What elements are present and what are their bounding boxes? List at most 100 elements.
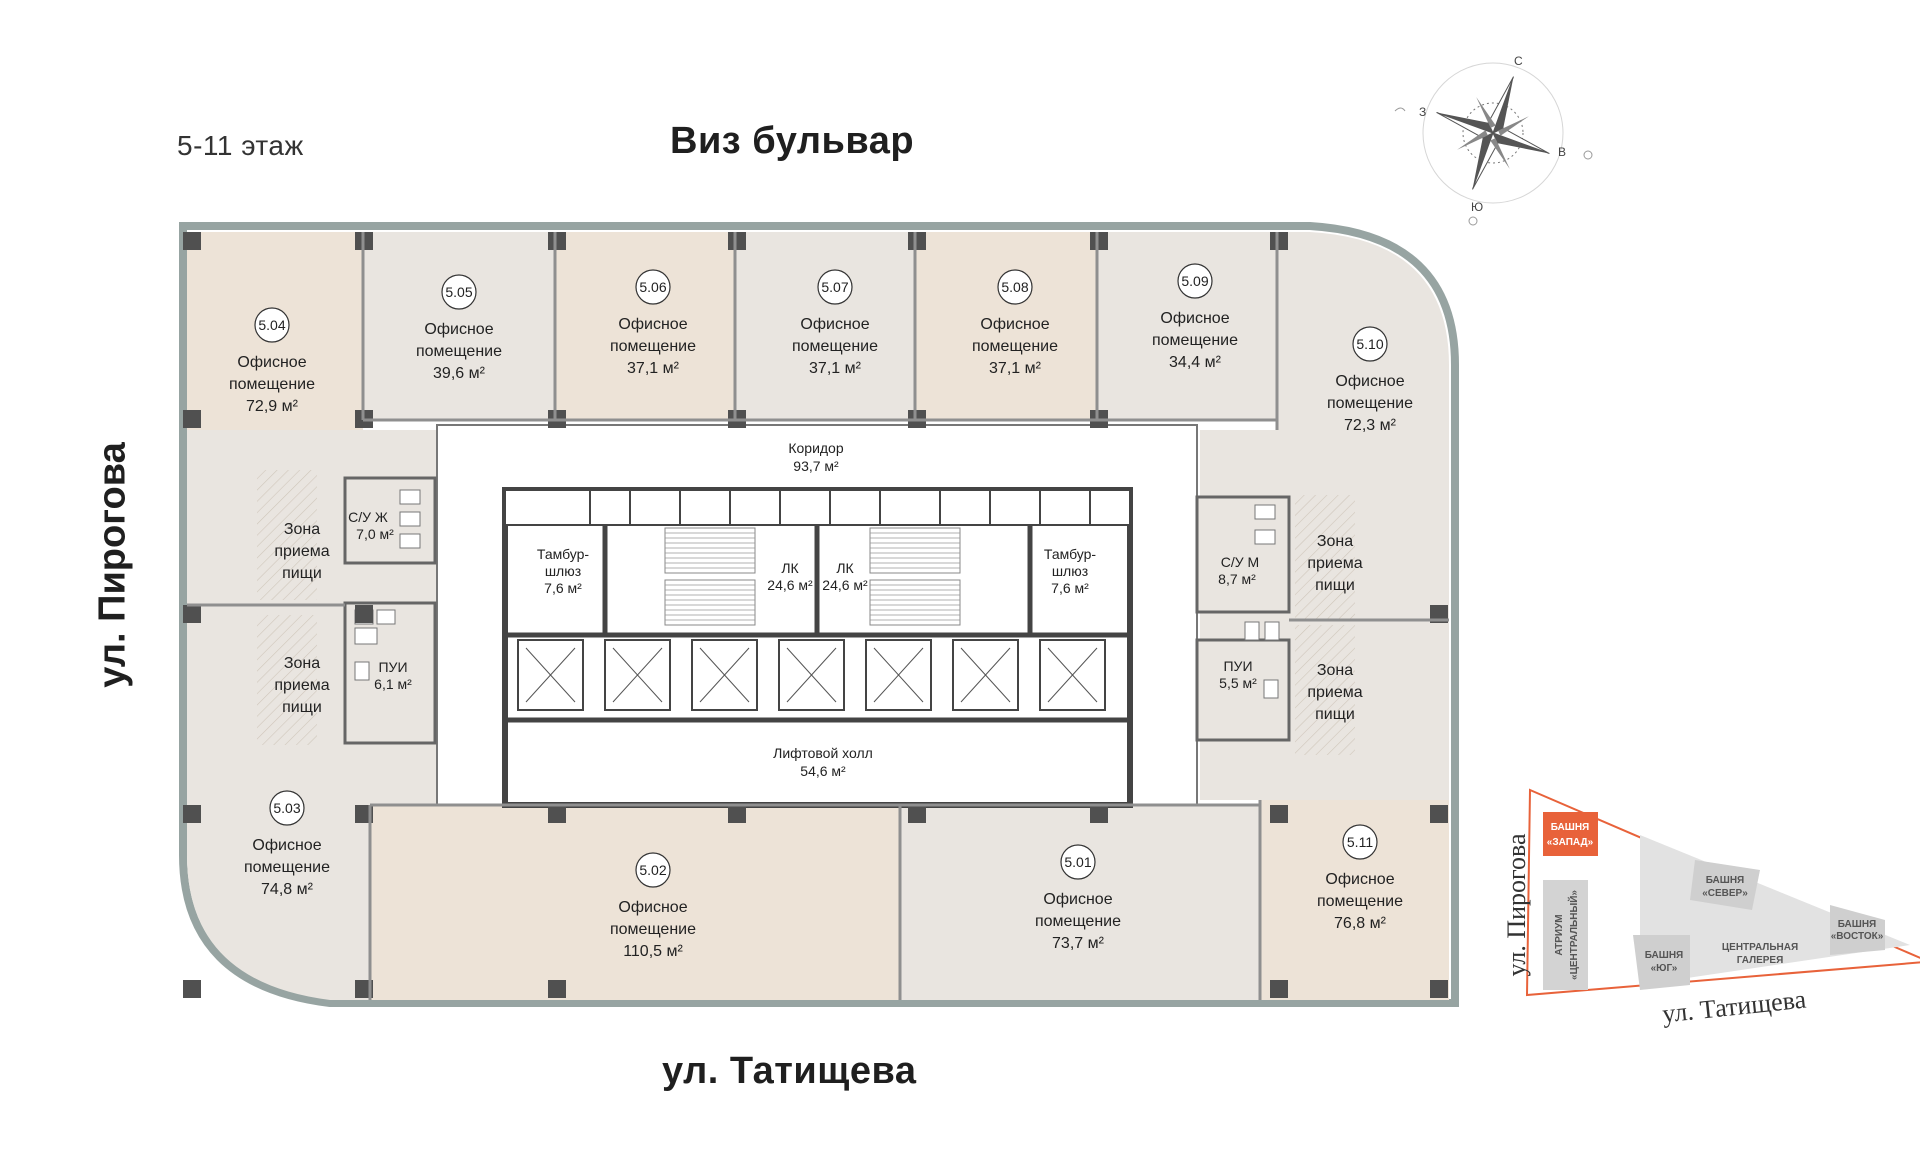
elevator-cross (960, 647, 1011, 703)
zone-food-label: пищи (1315, 577, 1355, 594)
room-type: помещение (416, 343, 502, 360)
room-number: 5.08 (1001, 279, 1028, 295)
wc-right (1195, 495, 1291, 742)
tower-yug[interactable] (1633, 935, 1690, 990)
site-plan: БАШНЯ «ЗАПАД» АТРИУМ «ЦЕНТРАЛЬНЫЙ» БАШНЯ… (1502, 788, 1920, 1029)
compass-e: В (1558, 145, 1566, 159)
column (1090, 805, 1108, 823)
column (1430, 805, 1448, 823)
tower-sever-label: БАШНЯ (1706, 875, 1745, 886)
zone-food-label: Зона (1317, 533, 1353, 550)
tower-zapad-label: БАШНЯ (1551, 822, 1590, 833)
room-type: Офисное (800, 316, 869, 333)
room-area: 110,5 м² (623, 943, 683, 960)
room-number: 5.06 (639, 279, 666, 295)
elevator-shafts (517, 639, 1106, 711)
room-number-badge (635, 852, 671, 888)
zone-food-label: приема (274, 543, 329, 560)
room-area: 76,8 м² (1334, 915, 1387, 932)
tower-vostok[interactable] (1830, 905, 1885, 955)
room-area: 72,9 м² (246, 398, 299, 415)
room-5.09[interactable] (1097, 232, 1277, 420)
column (728, 232, 746, 250)
sun-icon (1468, 216, 1478, 226)
room-number-badge (817, 269, 853, 305)
lift-hall-label: Лифтовой холл (773, 745, 873, 761)
tower-sever[interactable] (1690, 860, 1760, 910)
room-type: помещение (610, 921, 696, 938)
column (1090, 232, 1108, 250)
column (1270, 980, 1288, 998)
room-type: помещение (792, 338, 878, 355)
wc-f-area: 7,0 м² (356, 526, 394, 542)
room-5.07[interactable] (735, 232, 915, 420)
tower-yug-label: БАШНЯ (1645, 950, 1684, 961)
site-street-left: ул. Пирогова (1502, 833, 1531, 976)
hatch-area (257, 615, 317, 745)
room-type: Офисное (618, 316, 687, 333)
room-number: 5.04 (258, 317, 285, 333)
core-storage-strip (504, 489, 1131, 526)
zone-food-label: Зона (284, 521, 320, 538)
pui-right-label: ПУИ (1223, 658, 1252, 674)
room-5.05[interactable] (363, 232, 555, 420)
room-area: 34,4 м² (1169, 354, 1222, 371)
room-number: 5.11 (1347, 834, 1373, 850)
compass-n: С (1514, 54, 1523, 68)
room-number-badge (441, 274, 477, 310)
elevator-cross (1047, 647, 1098, 703)
room-number-badge (997, 269, 1033, 305)
room-5.01[interactable] (900, 805, 1260, 1000)
site-street-bottom: ул. Татищева (1661, 985, 1808, 1029)
tambur-area: 7,6 м² (1051, 580, 1089, 596)
room-5.02[interactable] (370, 805, 900, 1000)
tambur-area: 7,6 м² (544, 580, 582, 596)
svg-text:Зона: Зона (284, 521, 320, 538)
tower-zapad[interactable] (1543, 812, 1598, 856)
room-number: 5.09 (1181, 273, 1208, 289)
column (548, 232, 566, 250)
street-top-label: Виз бульвар (670, 120, 915, 162)
lift-hall-area: 54,6 м² (800, 763, 846, 779)
elevator-cross (525, 647, 576, 703)
zone-food-label: приема (1307, 555, 1362, 572)
atrium-central[interactable] (1543, 880, 1588, 990)
tambur-label: шлюз (1052, 563, 1088, 579)
room-area: 37,1 м² (809, 360, 862, 377)
column (1430, 980, 1448, 998)
zone-food-label: пищи (282, 565, 322, 582)
column (908, 805, 926, 823)
wc-f-label: С/У Ж (348, 509, 388, 525)
elevator-cross (612, 647, 663, 703)
room-type: Офисное (252, 837, 321, 854)
partitions (187, 232, 1449, 1000)
room-type: помещение (229, 376, 315, 393)
room-area: 72,3 м² (1344, 417, 1397, 434)
room-number: 5.05 (445, 284, 472, 300)
hatch-area (1295, 625, 1355, 755)
room-5.06[interactable] (555, 232, 735, 420)
lk-label: ЛК (836, 560, 854, 576)
room-5.03[interactable] (187, 805, 370, 1000)
room-5.08[interactable] (915, 232, 1097, 420)
room-area: 37,1 м² (627, 360, 680, 377)
lk-area: 24,6 м² (767, 577, 813, 593)
room-number: 5.10 (1356, 336, 1383, 352)
column (183, 980, 201, 998)
wc-left (343, 476, 437, 745)
tower-zapad-label: «ЗАПАД» (1547, 837, 1594, 848)
elevator-cross (873, 647, 924, 703)
zone-food-label: приема (274, 677, 329, 694)
tower-sever-label: «СЕВЕР» (1702, 888, 1748, 899)
room-number-badge (269, 790, 305, 826)
room-number-badge (1342, 824, 1378, 860)
room-number-badge (635, 269, 671, 305)
pui-left-label: ПУИ (378, 659, 407, 675)
room-type: Офисное (1335, 373, 1404, 390)
tower-vostok-label: «ВОСТОК» (1831, 931, 1884, 942)
